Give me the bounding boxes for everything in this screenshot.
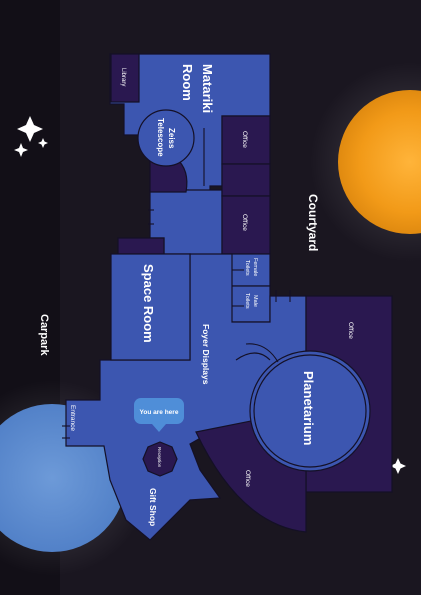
office-top-divider (221, 163, 271, 197)
male-toilets-label-2: Toilets (244, 293, 250, 309)
interior-walls (62, 128, 291, 439)
entrance-label: Entrance (69, 405, 76, 431)
sparkle-icon-right (390, 458, 406, 474)
you-are-here-icon (134, 398, 184, 432)
female-toilets-label: Female (252, 258, 258, 276)
office-bottom-label: Office (244, 470, 251, 487)
space-room-label: Space Room (141, 264, 156, 343)
office-mid[interactable] (221, 195, 271, 255)
library-room[interactable] (110, 53, 140, 103)
reception-label: Reception (157, 447, 162, 468)
office-mid-label: Office (241, 214, 248, 231)
office-right-label: Office (347, 322, 354, 339)
courtyard-label: Courtyard (306, 194, 320, 251)
library-label: Library (120, 68, 126, 86)
female-toilets-label-2: Toilets (244, 260, 250, 276)
carpark-label: Carpark (38, 314, 50, 356)
zeiss-label: Zeiss (167, 128, 176, 149)
sun-icon (338, 90, 421, 234)
matariki-room-label-2: Room (180, 64, 195, 101)
matariki-room-label: Matariki (200, 64, 215, 113)
planetarium-label: Planetarium (301, 371, 316, 445)
floor-plan (65, 53, 393, 541)
male-toilets-label: Male (252, 295, 258, 307)
space-room[interactable] (110, 253, 191, 361)
zeiss-telescope[interactable] (137, 109, 195, 167)
planetarium-outer[interactable] (249, 350, 371, 472)
office-top[interactable] (221, 115, 271, 165)
planetarium-inner (253, 354, 367, 468)
you-are-here-label: You are here (140, 409, 179, 416)
space-room-annex (117, 237, 165, 255)
sparkle-icon (14, 116, 48, 157)
foyer-displays-label: Foyer Displays (201, 324, 211, 385)
reception-desk[interactable] (142, 441, 178, 477)
telescope-label: Telescope (156, 118, 165, 157)
gift-shop-label: Gift Shop (148, 488, 158, 526)
foyer[interactable] (65, 253, 307, 541)
office-top-label: Office (241, 131, 248, 148)
